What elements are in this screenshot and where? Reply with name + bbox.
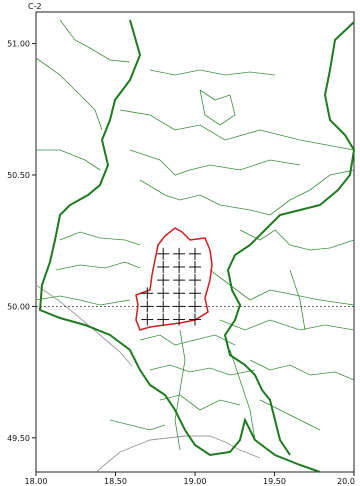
grid-marker: [189, 287, 201, 300]
grid-marker: [157, 260, 170, 273]
plot-frame: [35, 11, 355, 473]
country-border-south: [95, 435, 261, 473]
grid-marker: [157, 247, 170, 260]
x-tick-label: 19.00: [184, 477, 207, 486]
grid-marker: [141, 287, 154, 300]
x-tick-label: 19.50: [263, 477, 286, 486]
highlighted-district[interactable]: [135, 227, 213, 331]
x-tick-label: 20.0: [337, 477, 355, 486]
grid-marker: [141, 313, 154, 326]
x-tick-label: 18.50: [104, 477, 127, 486]
grid-marker: [141, 300, 154, 313]
x-axis-ticks: 18.00 18.50 19.00 19.50 20.0: [25, 472, 355, 486]
grid-marker: [173, 300, 186, 313]
y-tick-label: 50.50: [7, 171, 30, 180]
map-corner-label: C-2: [28, 2, 42, 11]
grid-marker: [173, 287, 186, 300]
grid-marker: [173, 274, 186, 287]
grid-marker: [173, 260, 186, 273]
y-tick-label: 49.50: [7, 434, 30, 443]
grid-marker: [157, 313, 170, 326]
grid-marker: [189, 300, 201, 313]
grid-marker: [173, 247, 186, 260]
grid-marker: [189, 313, 201, 326]
grid-marker: [157, 274, 170, 287]
grid-marker: [189, 247, 201, 260]
grid-marker: [189, 274, 201, 287]
grid-marker: [189, 260, 201, 273]
grid-marker: [173, 313, 186, 326]
grid-marker: [157, 287, 170, 300]
region-border: [38, 19, 321, 473]
region-border-east: [223, 21, 356, 456]
x-tick-label: 18.00: [25, 477, 48, 486]
y-tick-label: 50.00: [7, 302, 30, 311]
grid-marker: [157, 300, 170, 313]
grid-markers: [141, 247, 201, 326]
y-axis-ticks: 51.00 50.50 50.00 49.50: [7, 40, 36, 443]
district-boundaries: [35, 19, 355, 451]
y-tick-label: 51.00: [7, 40, 30, 49]
